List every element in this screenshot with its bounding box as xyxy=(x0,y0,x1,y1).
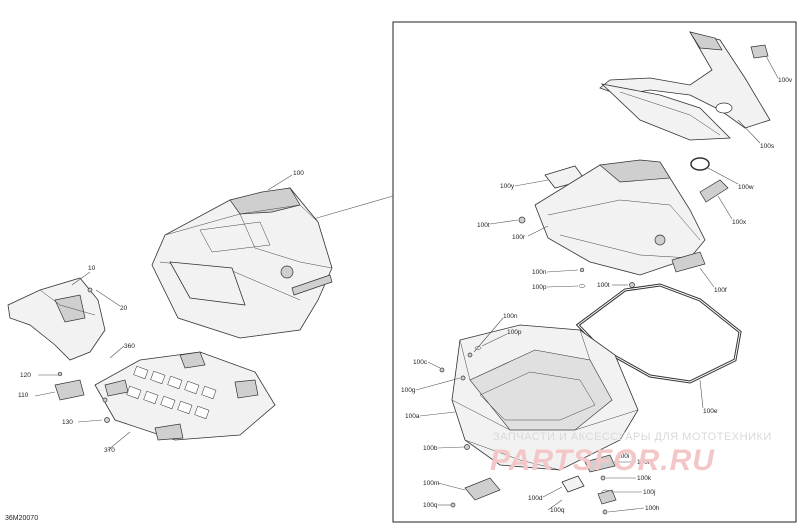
callout-20: 20 xyxy=(120,305,128,312)
screw-q xyxy=(450,502,456,508)
callout-100q: 100q xyxy=(423,502,438,509)
callout-100n: 100n xyxy=(503,313,518,320)
cap-part xyxy=(750,44,769,59)
detail-leader xyxy=(302,195,394,223)
callout-100w: 100w xyxy=(738,184,754,191)
watermark-line2: PARTSFOR.RU xyxy=(490,444,715,477)
screw-i xyxy=(600,475,606,481)
right-callout-leaders xyxy=(415,55,779,513)
screw-n xyxy=(467,352,473,358)
hinge-m-part xyxy=(464,477,501,501)
pad-x-part xyxy=(699,179,729,203)
strip-part xyxy=(671,251,706,273)
callout-100a: 100a xyxy=(405,413,420,420)
callout-100f: 100f xyxy=(714,287,727,294)
upper-trim-assembly xyxy=(599,31,771,141)
callout-100c: 100c xyxy=(413,359,428,366)
latch-part xyxy=(54,379,85,401)
callout-100: 100 xyxy=(293,170,304,177)
base-plate-assembly xyxy=(54,351,276,441)
bracket-assembly xyxy=(7,277,106,361)
detail-frame xyxy=(392,21,797,523)
callout-100s: 100s xyxy=(760,143,775,150)
callout-100j: 100j xyxy=(643,489,655,496)
ring-part xyxy=(690,157,710,171)
callout-100h: 100h xyxy=(637,459,652,466)
callout-100r: 100r xyxy=(512,234,526,241)
callout-100y: 100y xyxy=(500,183,515,190)
callout-110: 110 xyxy=(18,392,29,399)
callout-100i: 100i xyxy=(617,453,629,460)
screw-t xyxy=(518,216,526,224)
callout-100q-2: 100q xyxy=(550,507,565,514)
callout-100e: 100e xyxy=(703,408,718,415)
lid-assembly xyxy=(534,159,706,276)
callout-100m: 100m xyxy=(423,480,439,487)
latch-h-part xyxy=(584,454,616,473)
pad-d-part xyxy=(561,475,585,493)
callout-10: 10 xyxy=(88,265,96,272)
callout-120: 120 xyxy=(20,372,31,379)
diagram-code: 36M20070 xyxy=(5,515,38,522)
washer-p xyxy=(474,346,482,350)
callout-100p-top: 100p xyxy=(532,284,547,291)
screw-t2 xyxy=(629,282,635,288)
callout-130: 130 xyxy=(62,419,73,426)
callout-100b: 100b xyxy=(423,445,438,452)
callout-370: 370 xyxy=(104,447,115,454)
top-case-assembly xyxy=(151,187,333,339)
callout-100n-top: 100n xyxy=(532,269,547,276)
callout-100t: 100t xyxy=(477,222,490,229)
callout-100h-2: 100h xyxy=(645,505,660,512)
washer-p-top xyxy=(578,284,586,288)
callout-100d: 100d xyxy=(528,495,543,502)
screw-c xyxy=(439,367,445,373)
left-callout-leaders xyxy=(34,174,293,451)
callout-100k: 100k xyxy=(637,475,652,482)
callout-100g: 100g xyxy=(401,387,416,394)
screw-g xyxy=(460,375,466,381)
callout-100v: 100v xyxy=(778,77,793,84)
watermark-line1: ЗАПЧАСТИ И АКСЕССУАРЫ ДЛЯ МОТОТЕХНИКИ xyxy=(493,431,772,443)
base-tub-assembly xyxy=(451,324,639,471)
callout-360: 360 xyxy=(124,343,135,350)
callout-100x: 100x xyxy=(732,219,747,226)
callout-100t-2: 100t xyxy=(597,282,610,289)
clip-j-part xyxy=(597,489,617,505)
screw-h2 xyxy=(602,509,608,515)
screw-n-top xyxy=(579,267,585,273)
callout-100p: 100p xyxy=(507,329,522,336)
screw-b xyxy=(464,444,470,450)
